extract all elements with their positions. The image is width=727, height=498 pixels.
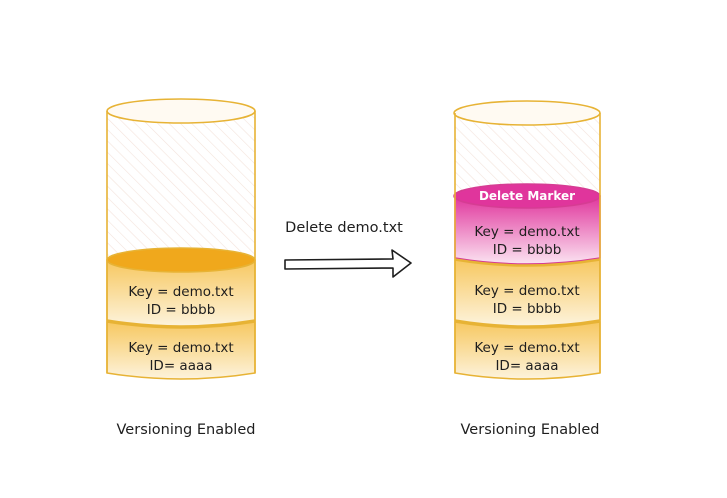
right-layer-aaaa-id: ID= aaaa xyxy=(495,358,558,374)
left-layer-aaaa-id: ID= aaaa xyxy=(149,358,212,374)
right-bucket-rim xyxy=(453,100,601,126)
left-bucket-liquid-top xyxy=(106,247,256,273)
left-layer-bbbb-key: Key = demo.txt xyxy=(128,284,233,300)
right-layer-bbbb-id: ID = bbbb xyxy=(493,301,562,317)
right-layer-bbbb-key: Key = demo.txt xyxy=(474,283,579,299)
delete-marker-id: ID = bbbb xyxy=(493,242,562,258)
delete-action: Delete demo.txt xyxy=(284,220,412,278)
delete-marker-key: Key = demo.txt xyxy=(474,224,579,240)
right-arrow-icon xyxy=(284,249,412,278)
right-bucket: Delete Marker Key = demo.txt ID = bbbb K… xyxy=(453,100,601,380)
left-bucket: Key = demo.txt ID = bbbb Key = demo.txt … xyxy=(106,98,256,380)
delete-marker-title: Delete Marker xyxy=(479,189,575,203)
left-layer-aaaa-key: Key = demo.txt xyxy=(128,340,233,356)
right-bucket-glass xyxy=(455,114,600,203)
left-bucket-rim xyxy=(106,98,256,124)
delete-action-label: Delete demo.txt xyxy=(285,220,403,236)
left-layer-bbbb-id: ID = bbbb xyxy=(147,302,216,318)
right-caption: Versioning Enabled xyxy=(461,422,600,438)
left-caption: Versioning Enabled xyxy=(117,422,256,438)
left-bucket-glass xyxy=(107,112,255,266)
right-layer-aaaa-key: Key = demo.txt xyxy=(474,340,579,356)
